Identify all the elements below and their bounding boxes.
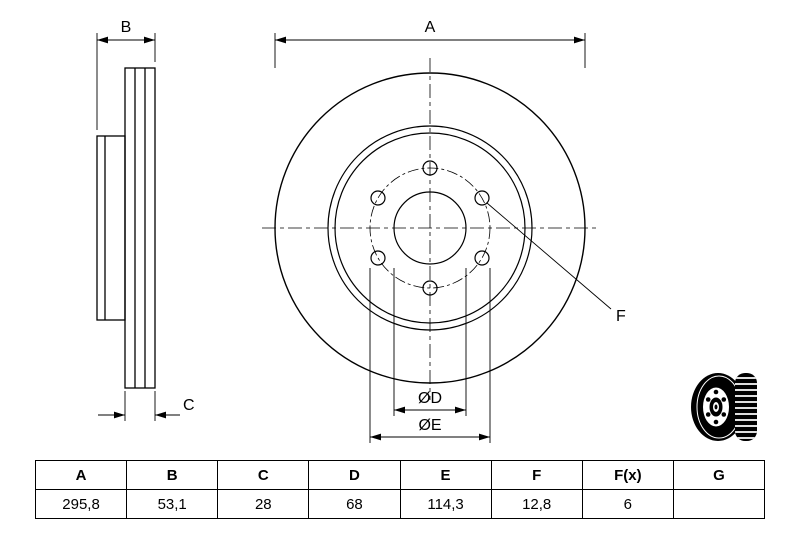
table-value-cell-f: 12,8 [490, 489, 583, 519]
table-header-cell-f: F [490, 460, 583, 490]
arrowhead [114, 411, 125, 419]
bolt-hole [474, 190, 490, 206]
dim-label-b: B [121, 19, 132, 36]
dim-label-d: ØD [418, 390, 442, 407]
brake-disc-3d-icon [691, 373, 757, 441]
dim-label-a: A [425, 19, 436, 36]
table-value-cell-fx: 6 [581, 489, 674, 519]
arrowhead [275, 36, 286, 44]
table-header-row: A B C D E F F(x) G [34, 460, 766, 490]
table-value-cell-c: 28 [217, 489, 310, 519]
hat-outline [96, 135, 126, 321]
dim-label-c: C [183, 397, 195, 414]
dimensions-table: A B C D E F F(x) G 295,8 53,1 28 68 114,… [34, 460, 766, 519]
leader-line [486, 202, 612, 310]
technical-drawing: A B C ØD [96, 19, 757, 443]
bolt-hole [370, 190, 386, 206]
bolt-hole [370, 250, 386, 266]
dimension-f: F [486, 202, 626, 325]
friction-ring-outline [124, 67, 156, 389]
table-value-cell-g [672, 489, 766, 519]
table-header-cell-c: C [217, 460, 310, 490]
dimension-a: A [274, 19, 586, 68]
bolt-hole [474, 250, 490, 266]
table-value-cell-e: 114,3 [399, 489, 492, 519]
table-header-cell-d: D [308, 460, 401, 490]
dimension-c: C [98, 391, 195, 421]
dim-label-f: F [616, 308, 626, 325]
arrowhead [155, 411, 166, 419]
arrowhead [394, 406, 405, 414]
dim-label-e: ØE [418, 417, 441, 434]
table-header-cell-fx: F(x) [581, 460, 674, 490]
table-value-row: 295,8 53,1 28 68 114,3 12,8 6 [34, 489, 766, 519]
table-header-cell-e: E [399, 460, 492, 490]
side-view [96, 67, 156, 389]
table-value-cell-d: 68 [308, 489, 401, 519]
table-header-cell-a: A [34, 460, 128, 490]
arrowhead [144, 36, 155, 44]
table-header-cell-g: G [672, 460, 766, 490]
front-view [262, 58, 598, 400]
table-value-cell-b: 53,1 [126, 489, 219, 519]
dimension-e: ØE [369, 268, 491, 443]
arrowhead [479, 433, 490, 441]
table-header-cell-b: B [126, 460, 219, 490]
dimension-b: B [96, 19, 156, 130]
arrowhead [455, 406, 466, 414]
table-value-cell-a: 295,8 [34, 489, 128, 519]
dimension-d: ØD [393, 268, 467, 416]
arrowhead [370, 433, 381, 441]
arrowhead [97, 36, 108, 44]
arrowhead [574, 36, 585, 44]
